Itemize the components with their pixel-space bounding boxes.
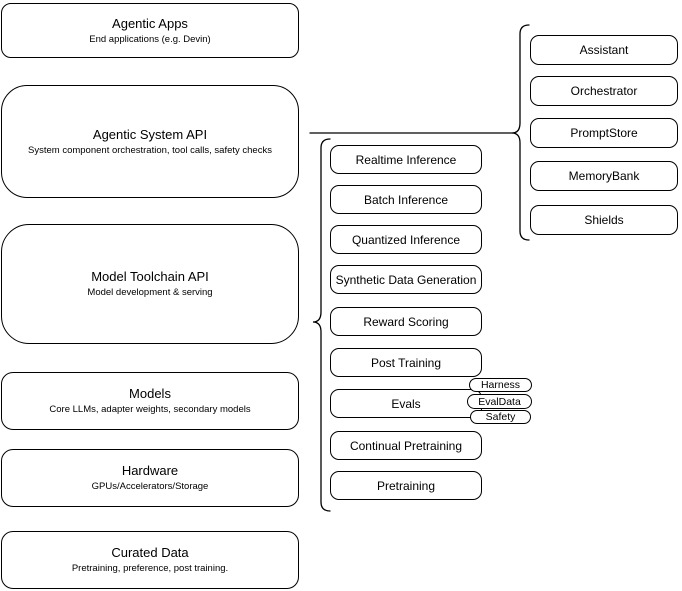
box-label: Reward Scoring <box>363 314 449 329</box>
box-label: Synthetic Data Generation <box>335 272 477 287</box>
toolchain-box-evals: Evals <box>330 389 482 418</box>
box-subtitle: System component orchestration, tool cal… <box>28 144 272 156</box>
box-label: Realtime Inference <box>355 152 457 167</box>
box-subtitle: Core LLMs, adapter weights, secondary mo… <box>49 404 251 415</box>
stack-box-hardware: Hardware GPUs/Accelerators/Storage <box>1 449 299 507</box>
toolchain-box-reward-scoring: Reward Scoring <box>330 307 482 336</box>
pill-label: EvalData <box>478 395 521 408</box>
stack-box-agentic-apps: Agentic Apps End applications (e.g. Devi… <box>1 3 299 58</box>
toolchain-box-pretraining: Pretraining <box>330 471 482 500</box>
box-title: Curated Data <box>111 545 189 560</box>
stack-box-model-toolchain-api: Model Toolchain API Model development & … <box>1 224 299 344</box>
eval-pill-evaldata: EvalData <box>467 394 532 409</box>
box-label: MemoryBank <box>568 169 640 183</box>
box-title: Models <box>129 386 171 401</box>
box-title: Model Toolchain API <box>91 269 209 284</box>
stack-box-models: Models Core LLMs, adapter weights, secon… <box>1 372 299 430</box>
toolchain-box-realtime-inference: Realtime Inference <box>330 145 482 174</box>
box-label: Shields <box>584 213 624 227</box>
toolchain-box-batch-inference: Batch Inference <box>330 185 482 214</box>
box-title: Agentic Apps <box>112 15 188 31</box>
eval-pill-harness: Harness <box>469 378 532 392</box>
pill-label: Safety <box>485 411 516 423</box>
box-subtitle: Model development & serving <box>87 287 213 298</box>
toolchain-box-continual-pretraining: Continual Pretraining <box>330 431 482 460</box>
toolchain-box-synthetic-data-generation: Synthetic Data Generation <box>330 265 482 294</box>
eval-pill-safety: Safety <box>470 410 531 424</box>
system-box-promptstore: PromptStore <box>530 118 678 148</box>
box-label: Batch Inference <box>363 192 449 207</box>
stack-box-agentic-system-api: Agentic System API System component orch… <box>1 85 299 198</box>
box-label: Post Training <box>370 355 442 370</box>
box-title: Agentic System API <box>92 126 208 142</box>
box-label: Orchestrator <box>570 84 638 98</box>
box-subtitle: End applications (e.g. Devin) <box>89 33 211 45</box>
system-box-assistant: Assistant <box>530 35 678 65</box>
box-subtitle: GPUs/Accelerators/Storage <box>91 481 209 492</box>
system-box-memorybank: MemoryBank <box>530 161 678 191</box>
box-label: Pretraining <box>376 478 436 493</box>
toolchain-box-quantized-inference: Quantized Inference <box>330 225 482 254</box>
system-components-brace <box>511 24 530 241</box>
box-label: Quantized Inference <box>351 232 461 247</box>
box-title: Hardware <box>121 463 179 478</box>
toolchain-box-post-training: Post Training <box>330 348 482 377</box>
box-label: Assistant <box>579 43 629 57</box>
system-box-orchestrator: Orchestrator <box>530 76 678 106</box>
toolchain-brace <box>312 138 331 512</box>
box-label: Evals <box>391 396 421 411</box>
stack-box-curated-data: Curated Data Pretraining, preference, po… <box>1 531 299 589</box>
pill-label: Harness <box>480 379 521 391</box>
box-label: PromptStore <box>570 126 638 140</box>
box-subtitle: Pretraining, preference, post training. <box>71 563 229 574</box>
system-box-shields: Shields <box>530 205 678 235</box>
box-label: Continual Pretraining <box>349 438 463 453</box>
